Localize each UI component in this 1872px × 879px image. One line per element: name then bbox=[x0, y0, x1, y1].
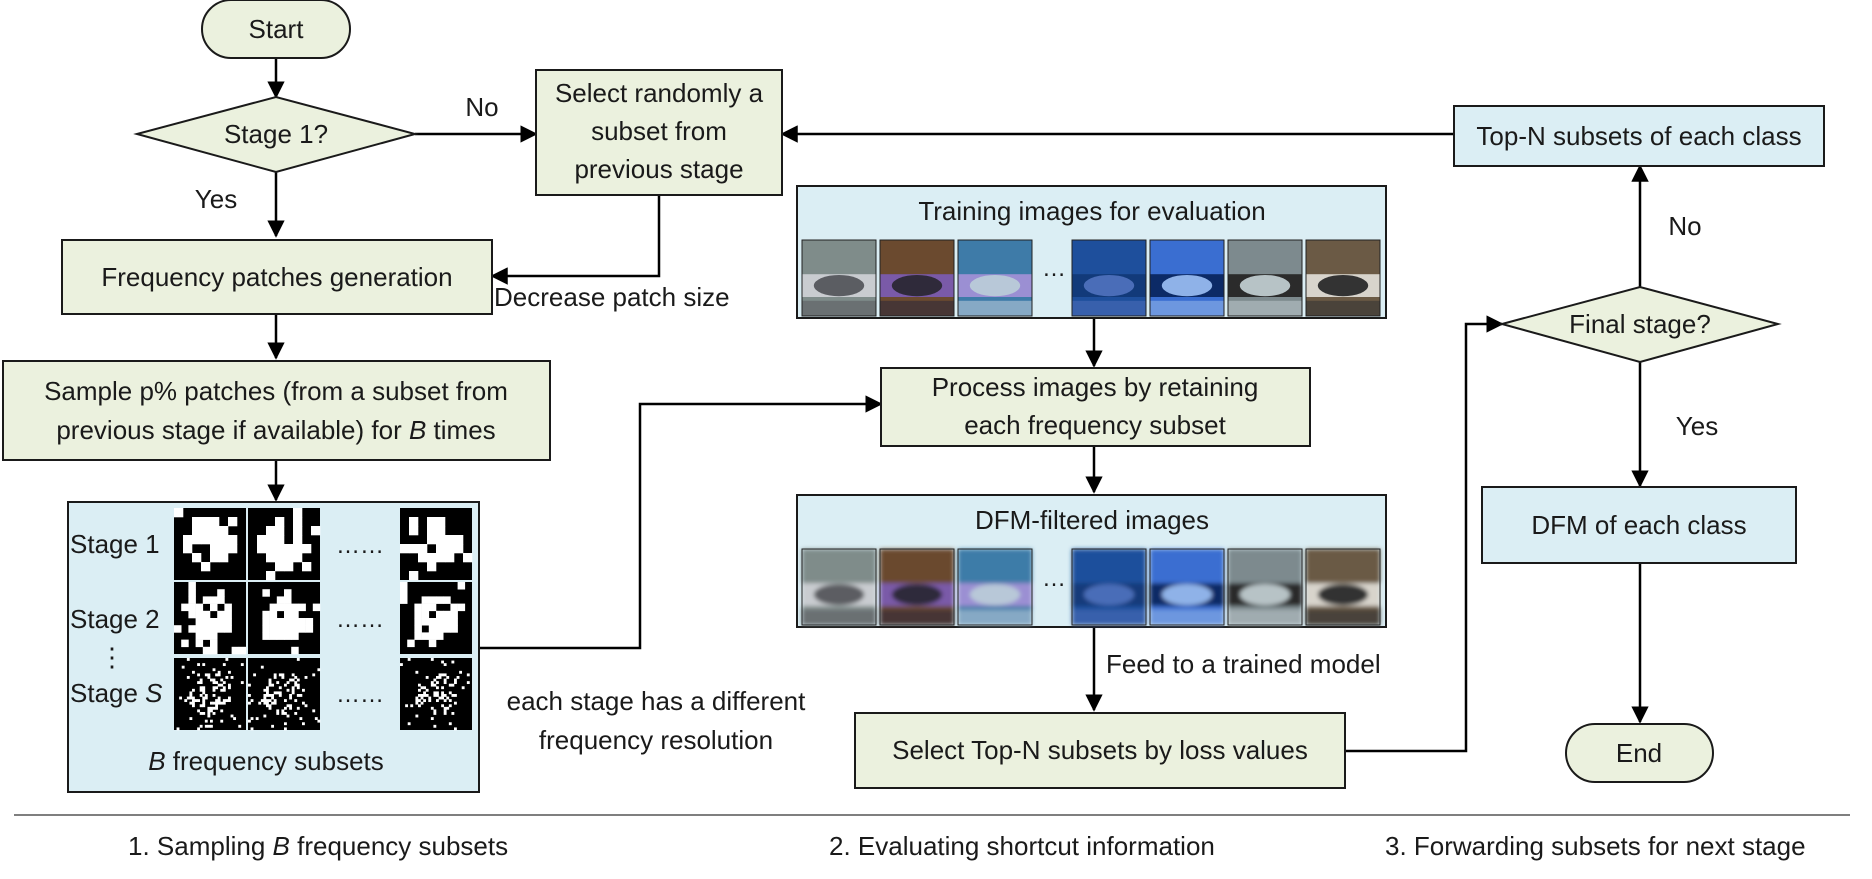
edge-label-feed: Feed to a trained model bbox=[1106, 649, 1381, 679]
section-3-label: 3. Forwarding subsets for next stage bbox=[1385, 831, 1806, 861]
subset-row-label-1: Stage 1 bbox=[70, 529, 160, 559]
frequency-mask bbox=[174, 582, 247, 655]
mask-grid bbox=[174, 508, 473, 731]
end-label: End bbox=[1616, 738, 1662, 768]
topn-each-class-label: Top-N subsets of each class bbox=[1476, 121, 1801, 151]
subsets-caption: B frequency subsets bbox=[148, 746, 384, 776]
frequency-mask bbox=[248, 658, 321, 731]
frequency-mask bbox=[400, 508, 473, 581]
process-images-line1: Process images by retaining bbox=[932, 372, 1259, 402]
select-topn-label: Select Top-N subsets by loss values bbox=[892, 735, 1308, 765]
edge-label-each-stage-2: frequency resolution bbox=[539, 725, 773, 755]
thumbnail-image bbox=[1227, 239, 1303, 317]
training-image-strip bbox=[801, 239, 1381, 317]
thumbnail-image bbox=[1227, 548, 1303, 626]
subset-row-label-2: Stage 2 bbox=[70, 604, 160, 634]
edge-label-yes-1: Yes bbox=[195, 184, 237, 214]
start-label: Start bbox=[249, 14, 305, 44]
final-stage-label: Final stage? bbox=[1569, 309, 1711, 339]
frequency-mask bbox=[400, 582, 472, 654]
thumbnail-image bbox=[1149, 548, 1225, 626]
subset-hdots-2: …… bbox=[336, 606, 384, 633]
freq-patches-node: Frequency patches generation bbox=[61, 239, 493, 315]
frequency-mask bbox=[400, 658, 472, 731]
section-2-label: 2. Evaluating shortcut information bbox=[829, 831, 1215, 861]
edge-label-decrease: Decrease patch size bbox=[494, 282, 730, 312]
select-random-line3: previous stage bbox=[574, 154, 743, 184]
thumbnail-image bbox=[1071, 548, 1147, 626]
section-1-label: 1. Sampling B frequency subsets bbox=[128, 831, 508, 861]
dfm-each-class-node: DFM of each class bbox=[1481, 486, 1797, 564]
subset-hdots-3: …… bbox=[336, 681, 384, 708]
process-images-line2: each frequency subset bbox=[964, 410, 1226, 440]
select-random-line2: subset from bbox=[591, 116, 727, 146]
edge-select-to-final bbox=[1346, 315, 1504, 753]
thumbnail-image bbox=[957, 239, 1033, 317]
subset-row-label-3: Stage S bbox=[70, 678, 163, 708]
thumbnail-image bbox=[1149, 239, 1225, 317]
edge-select-to-freq bbox=[490, 195, 661, 285]
edge-label-no-2: No bbox=[1668, 211, 1701, 241]
edge-label-each-stage-1: each stage has a different bbox=[507, 686, 807, 716]
thumbnail-image bbox=[879, 548, 955, 626]
sample-patches-line2: previous stage if available) for B times bbox=[56, 415, 495, 445]
training-images-label: Training images for evaluation bbox=[918, 196, 1265, 226]
dfm-ellipsis: … bbox=[1042, 565, 1066, 592]
select-random-line1: Select randomly a bbox=[555, 78, 764, 108]
subset-hdots-1: …… bbox=[336, 532, 384, 559]
select-topn-node: Select Top-N subsets by loss values bbox=[854, 712, 1346, 789]
frequency-mask bbox=[248, 508, 321, 581]
training-images-node: Training images for evaluation … bbox=[796, 185, 1387, 319]
select-random-node: Select randomly a subset from previous s… bbox=[535, 69, 783, 196]
end-node: End bbox=[1565, 723, 1714, 783]
edge-label-yes-2: Yes bbox=[1676, 411, 1718, 441]
final-stage-decision: Final stage? bbox=[1498, 285, 1782, 364]
sample-patches-line1: Sample p% patches (from a subset from bbox=[44, 376, 508, 406]
dfm-image-strip bbox=[801, 548, 1381, 626]
frequency-subsets-panel: Stage 1 Stage 2 ⋮ Stage S …… …… …… B fre… bbox=[67, 501, 480, 793]
thumbnail-image bbox=[879, 239, 955, 317]
edge-label-no-1: No bbox=[465, 92, 498, 122]
subset-vdots: ⋮ bbox=[99, 642, 125, 672]
edges bbox=[267, 54, 1649, 753]
training-ellipsis: … bbox=[1042, 255, 1066, 282]
stage1-decision: Stage 1? bbox=[133, 95, 419, 174]
dfm-filtered-label: DFM-filtered images bbox=[975, 505, 1209, 535]
thumbnail-image bbox=[1305, 239, 1381, 317]
process-images-node: Process images by retaining each frequen… bbox=[880, 367, 1311, 447]
stage1-label: Stage 1? bbox=[224, 119, 328, 149]
edge-subsets-to-process bbox=[479, 395, 883, 650]
thumbnail-image bbox=[957, 548, 1033, 626]
thumbnail-image bbox=[801, 548, 877, 626]
frequency-mask bbox=[248, 582, 321, 655]
frequency-mask bbox=[174, 658, 246, 731]
thumbnail-image bbox=[801, 239, 877, 317]
sample-patches-node: Sample p% patches (from a subset from pr… bbox=[2, 360, 551, 461]
dfm-each-class-label: DFM of each class bbox=[1531, 510, 1746, 540]
topn-each-class-node: Top-N subsets of each class bbox=[1453, 105, 1825, 167]
thumbnail-image bbox=[1305, 548, 1381, 626]
thumbnail-image bbox=[1071, 239, 1147, 317]
freq-patches-label: Frequency patches generation bbox=[101, 262, 452, 292]
dfm-filtered-node: DFM-filtered images … bbox=[796, 494, 1387, 628]
start-node: Start bbox=[201, 0, 351, 59]
frequency-mask bbox=[174, 508, 246, 580]
